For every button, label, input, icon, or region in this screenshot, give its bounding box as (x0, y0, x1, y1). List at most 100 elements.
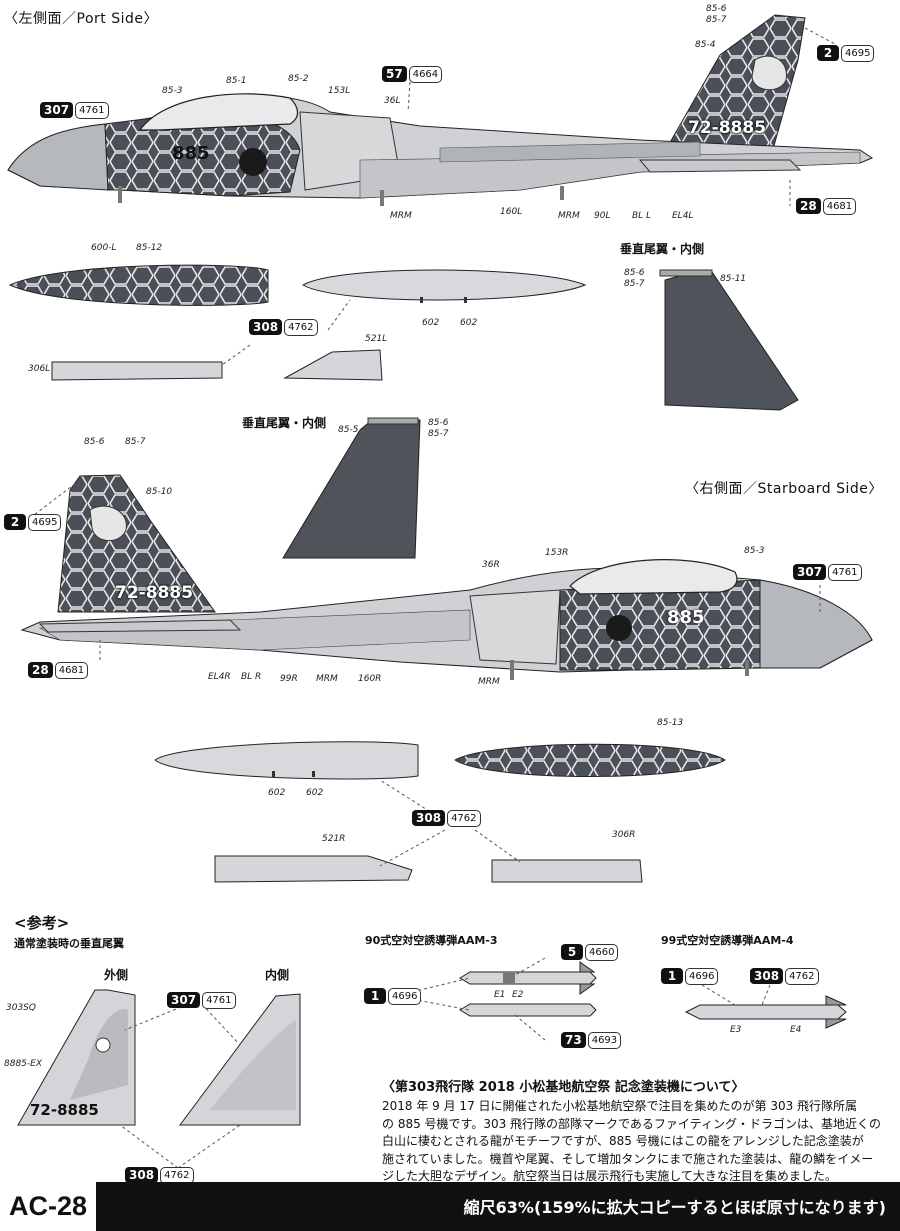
starboard-side-header: 〈右側面／Starboard Side〉 (685, 481, 883, 497)
port-tanks (8, 264, 587, 381)
label-306R: 306R (612, 830, 636, 840)
about-line-4: 施されていました。機首や尾翼、そして増加タンクにまで施された塗装は、龍の鱗をイメ… (382, 1151, 874, 1166)
label-mrm-2: MRM (558, 211, 580, 221)
reference-subtitle: 通常塗装時の垂直尾翼 (14, 937, 124, 950)
aam3-title: 90式空対空誘導弾AAM-3 (365, 934, 498, 947)
label-e1: E1 (494, 990, 506, 1000)
label-vt-85-7: 85-7 (624, 279, 645, 289)
aam4-title: 99式空対空誘導弾AAM-4 (661, 934, 794, 947)
label-99R: 99R (280, 674, 298, 684)
label-vt-85-6: 85-6 (624, 268, 645, 278)
starboard-tail-serial: 72-8885 (115, 583, 194, 603)
label-85-5: 85-5 (338, 425, 359, 435)
label-8885-EX: 8885-EX (4, 1059, 43, 1069)
label-521R: 521R (322, 834, 346, 844)
label-90L: 90L (594, 211, 611, 221)
label-e2: E2 (512, 990, 524, 1000)
port-nose-number: 885 (172, 143, 210, 164)
label-85-7: 85-7 (706, 15, 727, 25)
about-line-5: ジした大胆なデザイン。航空祭当日は展示飛行も実施して大きな注目を集めました。 (382, 1169, 837, 1183)
artwork-canvas (7, 14, 874, 1169)
label-r-602-b: 602 (306, 788, 324, 798)
label-153R: 153R (545, 548, 569, 558)
scale-note: 縮尺63%(159%に拡大コピーするとほぼ原寸になります) (463, 1198, 886, 1217)
starboard-side-aircraft (20, 474, 873, 680)
port-side-aircraft (7, 14, 874, 206)
label-mid-85-6: 85-6 (428, 418, 449, 428)
label-85-1: 85-1 (226, 76, 247, 86)
label-85-10: 85-10 (146, 487, 173, 497)
label-e4: E4 (790, 1025, 802, 1035)
label-85-11: 85-11 (720, 274, 747, 284)
about-line-1: 2018 年 9 月 17 日に開催された小松基地航空祭で注目を集めたのが第 3… (382, 1099, 858, 1113)
label-602-b: 602 (460, 318, 478, 328)
label-602-a: 602 (422, 318, 440, 328)
label-521L: 521L (365, 334, 388, 344)
port-side-header: 〈左側面／Port Side〉 (4, 11, 158, 27)
label-85-4: 85-4 (695, 40, 716, 50)
label-mid-85-7: 85-7 (428, 429, 449, 439)
label-e3: E3 (730, 1025, 742, 1035)
label-star-mrm-2: MRM (478, 677, 500, 687)
product-code: AC-28 (0, 1182, 96, 1231)
label-303SQ: 303SQ (6, 1003, 36, 1013)
label-85-3: 85-3 (162, 86, 183, 96)
vt-inner-header-2: 垂直尾翼・内側 (242, 416, 327, 430)
label-85-2: 85-2 (288, 74, 309, 84)
label-36R: 36R (482, 560, 500, 570)
about-line-3: 白山に棲むとされる龍がモチーフですが、885 号機にはこの龍をアレンジした記念塗… (382, 1134, 864, 1148)
label-star-mrm-1: MRM (316, 674, 338, 684)
reference-fins (17, 989, 301, 1126)
label-bl-r: BL R (241, 672, 262, 682)
reference-title: <参考> (14, 914, 70, 932)
vt-inner-header-1: 垂直尾翼・内側 (620, 242, 705, 256)
starboard-tanks (154, 741, 726, 883)
label-el4l: EL4L (672, 211, 694, 221)
label-star-85-3: 85-3 (744, 546, 765, 556)
port-tail-serial: 72-8885 (688, 118, 767, 138)
starboard-nose-number: 885 (667, 607, 705, 628)
label-star-85-7: 85-7 (125, 437, 146, 447)
reference-serial: 72-8885 (30, 1101, 99, 1119)
footer-bar: AC-28 縮尺63%(159%に拡大コピーするとほぼ原寸になります) (0, 1182, 900, 1231)
reference-outer-label: 外側 (104, 968, 129, 982)
label-153L: 153L (328, 86, 351, 96)
label-85-12: 85-12 (136, 243, 163, 253)
label-r-602-a: 602 (268, 788, 286, 798)
label-160L: 160L (500, 207, 523, 217)
label-mrm-1: MRM (390, 211, 412, 221)
label-bl-l: BL L (632, 211, 652, 221)
label-600-L: 600-L (91, 243, 117, 253)
label-306L: 306L (28, 364, 51, 374)
about-title: 〈第303飛行隊 2018 小松基地航空祭 記念塗装機について〉 (382, 1080, 745, 1095)
missile-aam4 (684, 995, 847, 1029)
vt-inner-mid (282, 417, 421, 559)
label-star-85-6: 85-6 (84, 437, 105, 447)
label-160R: 160R (358, 674, 382, 684)
about-line-2: の 885 号機です。303 飛行隊の部隊マークであるファイティング・ドラゴンは… (382, 1116, 881, 1131)
about-body: 2018 年 9 月 17 日に開催された小松基地航空祭で注目を集めたのが第 3… (382, 1098, 892, 1186)
label-85-13: 85-13 (657, 718, 684, 728)
label-el4r: EL4R (208, 672, 231, 682)
label-85-6: 85-6 (706, 4, 727, 14)
missile-aam3 (459, 961, 597, 1017)
label-36L: 36L (384, 96, 401, 106)
reference-inner-label: 内側 (265, 968, 290, 982)
vt-inner-right (659, 269, 799, 411)
